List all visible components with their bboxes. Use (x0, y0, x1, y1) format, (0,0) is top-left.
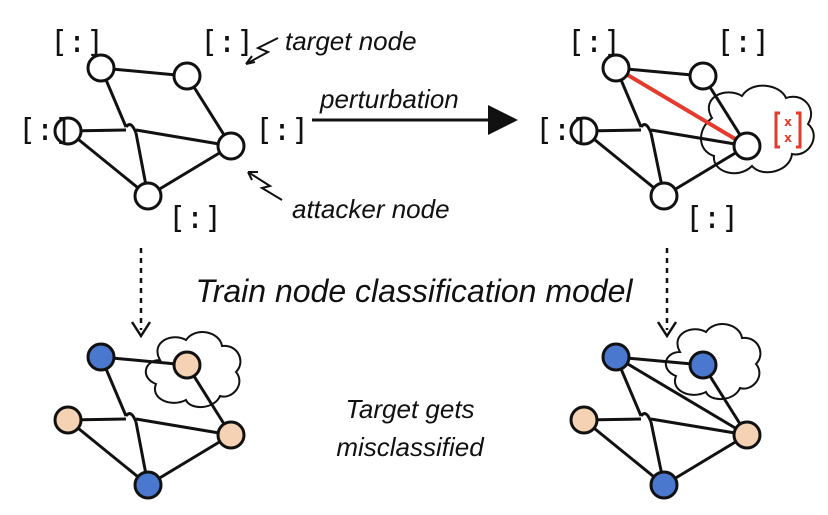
pointer-arrows (245, 37, 283, 201)
feature-vector: [:] (50, 25, 104, 60)
feature-vector: [:] (567, 25, 621, 60)
edge (67, 418, 149, 487)
feature-value: x (784, 131, 792, 145)
feature-vector: [:] (168, 201, 222, 236)
perturbed-graph: [:] [:] [:] [:] x x (535, 25, 815, 236)
edge (615, 355, 704, 367)
down-arrows (139, 248, 669, 330)
feature-vector: [:] (255, 113, 309, 148)
edge (650, 128, 748, 148)
target-node-label: target node (285, 26, 417, 56)
edge (663, 144, 748, 198)
perturbed-feature-vector: x x (774, 111, 802, 149)
edge (147, 144, 232, 198)
feature-vector: [:] (535, 113, 589, 148)
node-class-peach (216, 420, 246, 450)
result-line-2: misclassified (336, 432, 485, 462)
clean-prediction-graph (53, 331, 246, 500)
attacker-node (732, 131, 762, 161)
graph-node (133, 181, 163, 211)
edge-hop (639, 412, 653, 423)
feature-cloud (700, 84, 815, 175)
node-class-blue (601, 342, 631, 372)
edge (147, 433, 232, 487)
edge (663, 433, 748, 487)
edge (583, 129, 665, 198)
feature-value: x (784, 115, 792, 129)
edge-hop (124, 123, 138, 134)
edge (615, 66, 704, 78)
node-class-peach (732, 420, 762, 450)
zigzag-arrow-icon (247, 171, 283, 201)
graph-node (53, 116, 83, 146)
injected-edge (614, 66, 749, 148)
injected-edge (615, 355, 748, 437)
graph-node (172, 61, 202, 91)
feature-vector: [:] (716, 25, 770, 60)
edge (135, 417, 232, 437)
node-class-blue (649, 470, 679, 500)
graph-node (569, 116, 599, 146)
feature-vector: [:] (18, 113, 72, 148)
attacker-node (216, 131, 246, 161)
target-node (601, 53, 631, 83)
node-class-peach (569, 405, 599, 435)
attacker-node-label: attacker node (292, 194, 450, 224)
edge-hop (639, 123, 653, 134)
clean-graph: [:] [:] [:] [:] [:] (18, 25, 309, 236)
perturbation-label: perturbation (319, 84, 459, 114)
edge (135, 128, 232, 148)
train-model-label: Train node classification model (196, 273, 634, 309)
edge-hop (124, 412, 138, 423)
node-class-blue (86, 342, 116, 372)
target-node-class-blue (688, 350, 718, 380)
attacked-prediction-graph (569, 323, 762, 500)
result-line-1: Target gets (345, 394, 474, 424)
feature-vector: [:] (685, 201, 739, 236)
graph-node (86, 53, 116, 83)
node-class-peach (53, 405, 83, 435)
edge (650, 417, 748, 437)
edge (583, 418, 665, 487)
feature-vector: [:] (200, 25, 254, 60)
graph-node (649, 181, 679, 211)
node-class-blue (133, 470, 163, 500)
zigzag-arrow-icon (245, 37, 279, 65)
edge (67, 129, 149, 198)
graph-node (688, 61, 718, 91)
target-node-class-peach (172, 350, 202, 380)
